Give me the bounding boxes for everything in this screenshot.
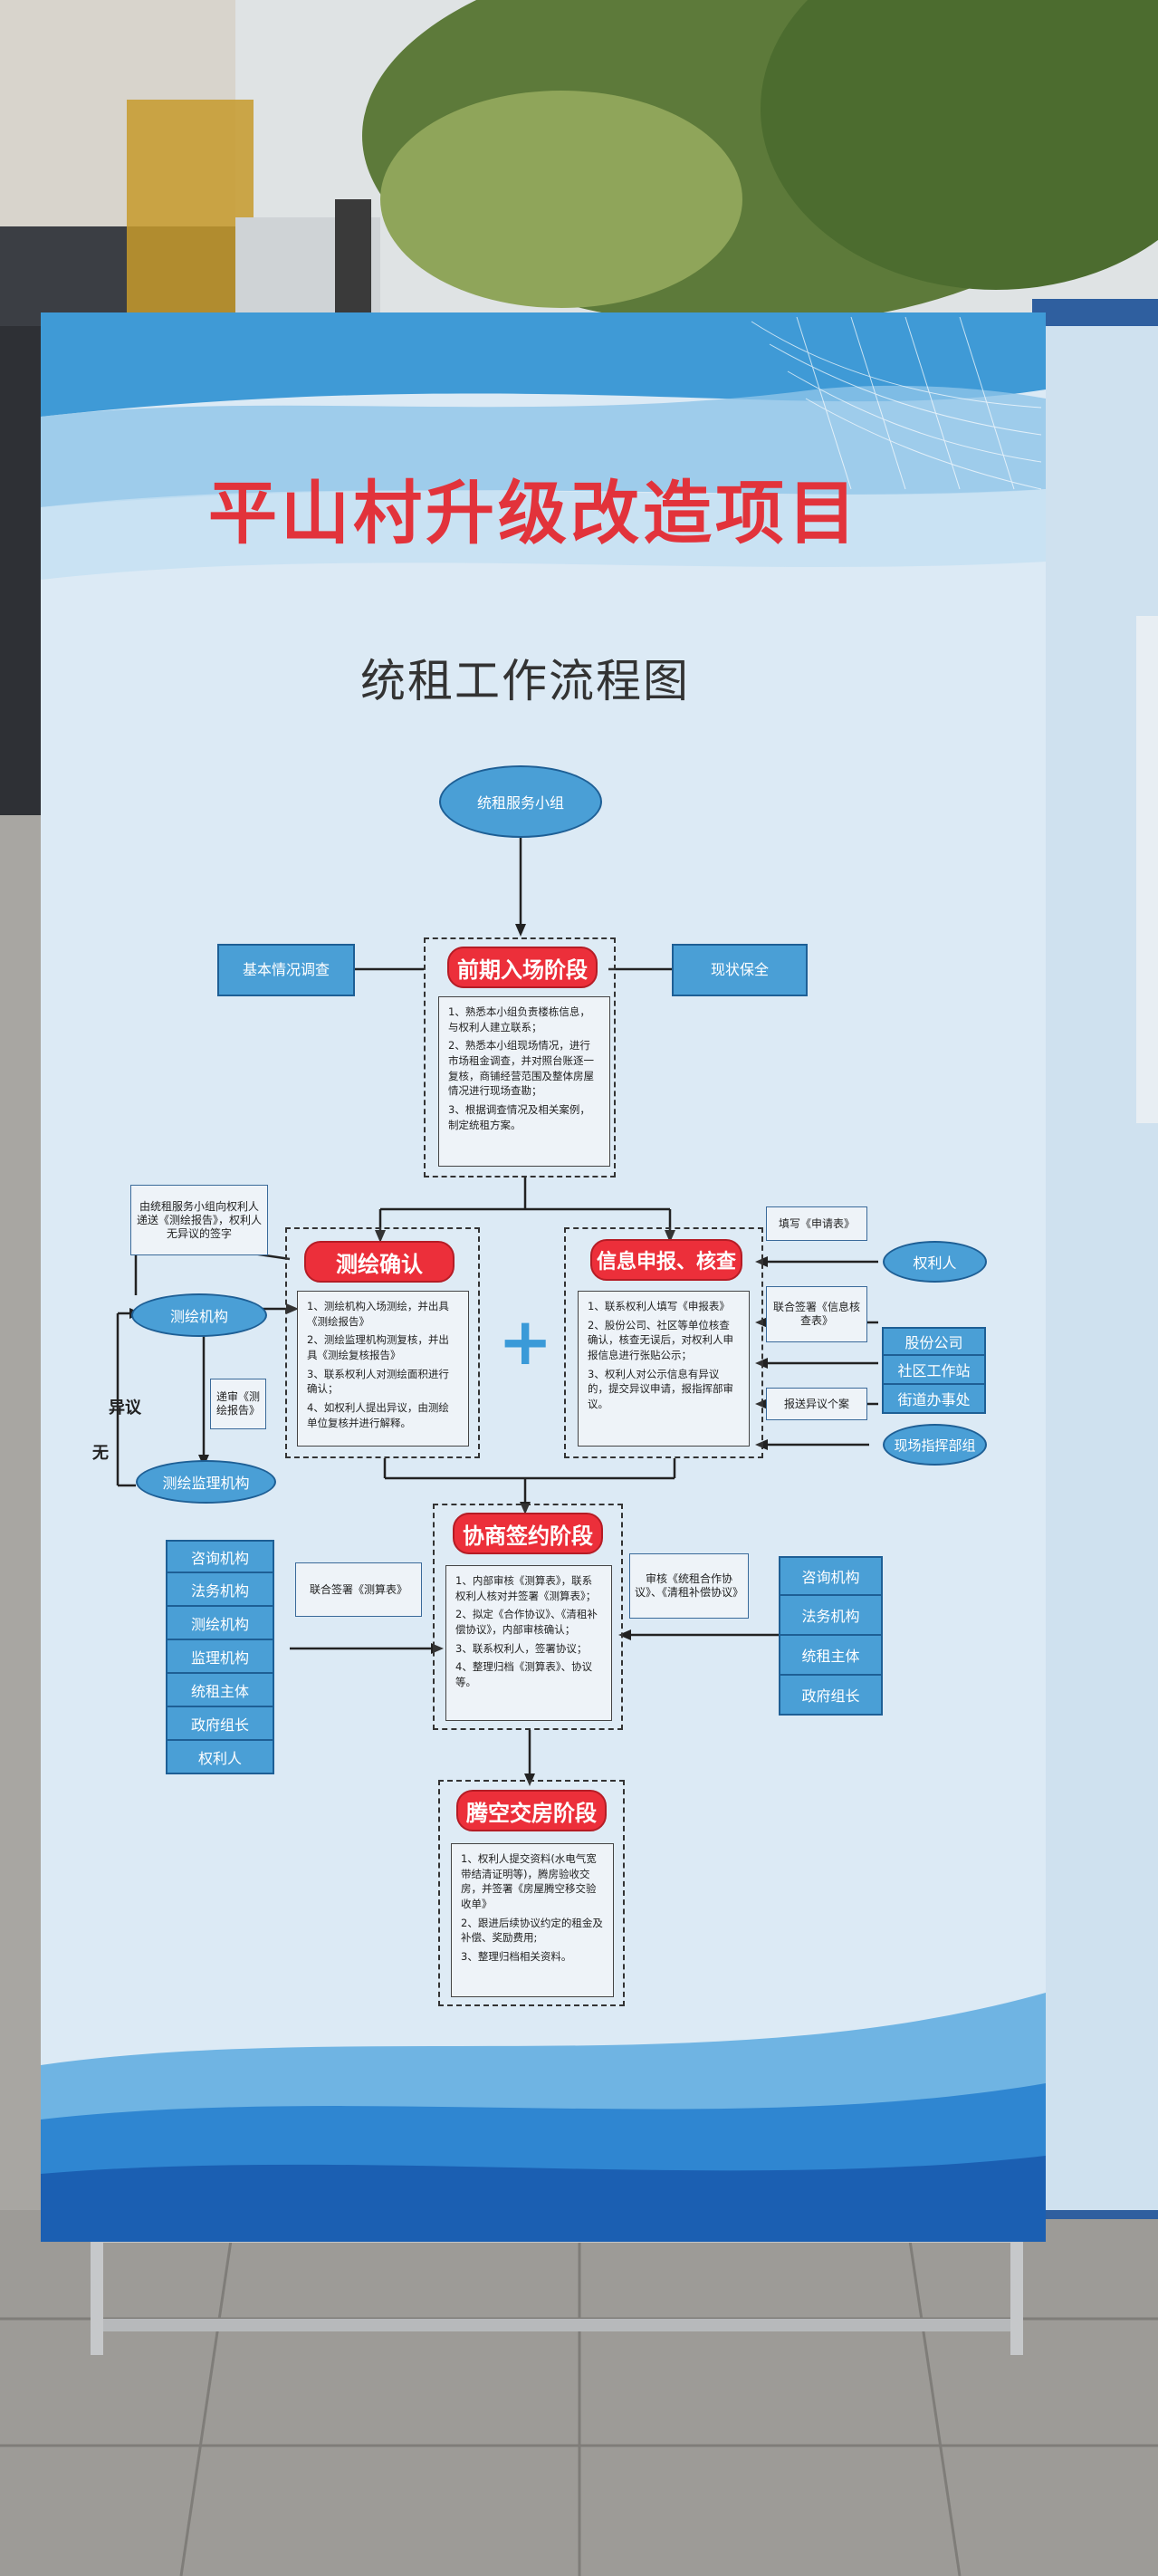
- stage4-line-3: 3、联系权利人，签署协议；: [455, 1641, 588, 1655]
- box-send-report: 递审《测绘报告》: [210, 1379, 266, 1429]
- left-list-item-consulting: 咨询机构: [166, 1540, 274, 1573]
- stage4-line-2: 2、拟定《合作协议》、《清租补偿协议》，内部审核确认；: [455, 1608, 598, 1637]
- stage5-title: 腾空交房阶段: [456, 1790, 607, 1831]
- left-list-item-survey: 测绘机构: [166, 1607, 274, 1640]
- stage2-line-4: 4、如权利人提出异议，由测绘单位复核并进行解释。: [307, 1401, 449, 1429]
- box-fill-form: 填写《申请表》: [766, 1206, 867, 1241]
- stage4-body: 1、内部审核《测算表》，联系权利人核对并签署《测算表》； 2、拟定《合作协议》、…: [445, 1565, 612, 1721]
- box-review-agreements: 审核《统租合作协议》、《清租补偿协议》: [629, 1553, 749, 1619]
- stack-item-share-company: 股份公司: [882, 1327, 986, 1356]
- ellipse-survey-supervisor: 测绘监理机构: [136, 1460, 276, 1504]
- left-list-item-rights-holder: 权利人: [166, 1741, 274, 1774]
- right-stack-orgs: 股份公司 社区工作站 街道办事处: [882, 1327, 986, 1414]
- stage3-line-2: 2、股份公司、社区等单位核查确认，核查无误后，对权利人申报信息进行张贴公示；: [588, 1318, 733, 1362]
- stack-item-community-station: 社区工作站: [882, 1356, 986, 1385]
- right-list-item-legal: 法务机构: [779, 1596, 883, 1636]
- stage2-line-2: 2、测绘监理机构测复核，并出具《测绘复核报告》: [307, 1333, 449, 1362]
- stage2-body: 1、测绘机构入场测绘，并出具《测绘报告》 2、测绘监理机构测复核，并出具《测绘复…: [297, 1291, 469, 1447]
- stack-item-street-office: 街道办事处: [882, 1385, 986, 1414]
- ellipse-command-group: 现场指挥部组: [883, 1424, 987, 1466]
- box-status-preservation: 现状保全: [672, 944, 808, 996]
- stage4-title: 协商签约阶段: [453, 1513, 603, 1554]
- left-list-item-gov-leader: 政府组长: [166, 1707, 274, 1741]
- right-list-item-gov-leader: 政府组长: [779, 1676, 883, 1716]
- stage1-line-2: 2、熟悉本小组现场情况，进行市场租金调查，并对照台账逐一复核，商铺经营范围及整体…: [448, 1039, 594, 1098]
- stage2-line-1: 1、测绘机构入场测绘，并出具《测绘报告》: [307, 1300, 449, 1328]
- right-list-item-lease-entity: 统租主体: [779, 1636, 883, 1676]
- stage4-line-4: 4、整理归档《测算表》、协议等。: [455, 1660, 593, 1689]
- stage4-line-1: 1、内部审核《测算表》，联系权利人核对并签署《测算表》；: [455, 1574, 597, 1602]
- stage2-line-3: 3、联系权利人对测绘面积进行确认；: [307, 1367, 449, 1396]
- box-submit-objection: 报送异议个案: [766, 1388, 867, 1420]
- left-list-item-legal: 法务机构: [166, 1573, 274, 1607]
- label-none: 无: [92, 1444, 109, 1463]
- left-list-item-lease-entity: 统租主体: [166, 1674, 274, 1707]
- label-objection: 异议: [109, 1399, 141, 1418]
- left-list-parties: 咨询机构 法务机构 测绘机构 监理机构 统租主体 政府组长 权利人: [166, 1540, 274, 1774]
- top-node-service-team: 统租服务小组: [439, 765, 602, 838]
- stage5-line-2: 2、跟进后续协议约定的租金及补偿、奖励费用;: [461, 1916, 603, 1945]
- stage3-line-3: 3、权利人对公示信息有异议的，提交异议申请，报指挥部审议。: [588, 1367, 733, 1411]
- stage5-line-3: 3、整理归档相关资料。: [461, 1950, 572, 1964]
- ellipse-survey-org: 测绘机构: [131, 1293, 267, 1337]
- stage1-line-1: 1、熟悉本小组负责楼栋信息，与权利人建立联系；: [448, 1005, 590, 1033]
- poster-title: 平山村升级改造项目: [208, 473, 860, 553]
- right-list-item-consulting: 咨询机构: [779, 1556, 883, 1596]
- stage1-body: 1、熟悉本小组负责楼栋信息，与权利人建立联系； 2、熟悉本小组现场情况，进行市场…: [438, 996, 610, 1167]
- stage1-title: 前期入场阶段: [447, 947, 598, 988]
- stage3-body: 1、联系权利人填写《申报表》 2、股份公司、社区等单位核查确认，核查无误后，对权…: [578, 1291, 750, 1447]
- plus-icon: +: [498, 1303, 553, 1379]
- note-survey-report: 由统租服务小组向权利人递送《测绘报告》，权利人无异议的签字: [130, 1185, 268, 1255]
- stage2-title: 测绘确认: [304, 1241, 455, 1283]
- poster-subtitle: 统租工作流程图: [360, 655, 690, 707]
- box-joint-sign-check: 联合签署《信息核查表》: [766, 1286, 867, 1342]
- ellipse-rights-holder: 权利人: [883, 1241, 987, 1283]
- box-joint-calc: 联合签署《测算表》: [295, 1562, 422, 1617]
- stage3-line-1: 1、联系权利人填写《申报表》: [588, 1300, 730, 1312]
- box-basic-survey: 基本情况调查: [217, 944, 355, 996]
- stage5-body: 1、权利人提交资料(水电气宽带结清证明等)，腾房验收交房，并签署《房屋腾空移交验…: [451, 1843, 614, 1997]
- right-list-parties: 咨询机构 法务机构 统租主体 政府组长: [779, 1556, 883, 1716]
- left-list-item-supervision: 监理机构: [166, 1640, 274, 1674]
- stage1-line-3: 3、根据调查情况及相关案例，制定统租方案。: [448, 1103, 590, 1131]
- stage5-line-1: 1、权利人提交资料(水电气宽带结清证明等)，腾房验收交房，并签署《房屋腾空移交验…: [461, 1852, 597, 1911]
- stage3-title: 信息申报、核查: [590, 1239, 742, 1281]
